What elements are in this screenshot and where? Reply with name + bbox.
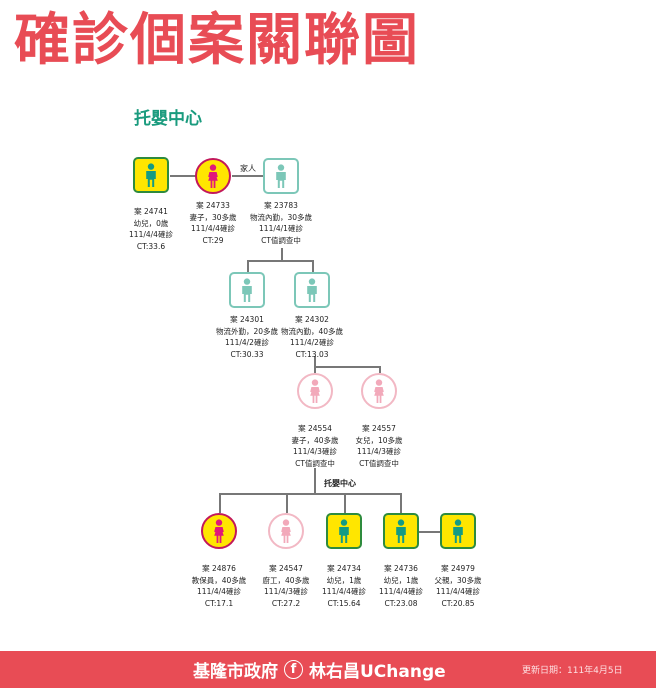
case-info-23783: 案 23783 物流內勤，30多歲 111/4/1確診 CT值調查中 xyxy=(249,201,313,245)
male-person-icon xyxy=(239,278,255,302)
case-node-24557[interactable] xyxy=(361,373,397,409)
connector-line xyxy=(170,175,196,177)
case-info-24979: 案 24979 父親，30多歲 111/4/4確診 CT:20.85 xyxy=(434,564,482,608)
connector-line xyxy=(281,248,283,260)
org-name: 基隆市政府 xyxy=(193,662,278,682)
female-person-icon xyxy=(371,379,387,403)
page-title: 確診個案關聯圖 xyxy=(14,8,420,73)
facebook-icon: f xyxy=(284,660,303,679)
male-person-icon xyxy=(336,519,352,543)
connector-line xyxy=(400,493,402,513)
connector-line xyxy=(286,493,288,513)
connector-line xyxy=(314,366,380,368)
connector-line xyxy=(219,493,221,513)
updated-date: 更新日期：111年4月5日 xyxy=(522,666,623,676)
female-person-icon xyxy=(211,519,227,543)
case-node-24876[interactable] xyxy=(201,513,237,549)
case-node-24734[interactable] xyxy=(326,513,362,549)
case-node-24301[interactable] xyxy=(229,272,265,308)
female-person-icon xyxy=(307,379,323,403)
connector-line xyxy=(312,260,314,272)
female-person-icon xyxy=(278,519,294,543)
case-node-24302[interactable] xyxy=(294,272,330,308)
male-person-icon xyxy=(450,519,466,543)
family-label: 家人 xyxy=(240,164,256,173)
connector-line xyxy=(219,493,401,495)
case-node-24979[interactable] xyxy=(440,513,476,549)
case-node-24554[interactable] xyxy=(297,373,333,409)
case-node-24733[interactable] xyxy=(195,158,231,194)
case-node-24547[interactable] xyxy=(268,513,304,549)
connector-line xyxy=(344,493,346,513)
male-person-icon xyxy=(273,164,289,188)
connector-line xyxy=(247,260,313,262)
cluster-subtitle: 托嬰中心 xyxy=(134,109,202,129)
case-info-24734: 案 24734 幼兒，1歲 111/4/4確診 CT:15.64 xyxy=(322,564,366,608)
male-person-icon xyxy=(393,519,409,543)
footer-credit: 基隆市政府 f 林右昌UChange xyxy=(193,657,446,682)
case-info-24876: 案 24876 教保員，40多歲 111/4/4確診 CT:17.1 xyxy=(191,564,247,608)
case-info-24547: 案 24547 廚工，40多歲 111/4/3確診 CT:27.2 xyxy=(262,564,310,608)
case-info-24302: 案 24302 物流內勤，40多歲 111/4/2確診 CT:13.03 xyxy=(280,315,344,359)
connector-line xyxy=(314,468,316,494)
connector-line xyxy=(314,356,316,373)
case-info-24736: 案 24736 幼兒，1歲 111/4/4確診 CT:23.08 xyxy=(379,564,423,608)
case-node-24741[interactable] xyxy=(133,157,169,193)
footer-bar: 基隆市政府 f 林右昌UChange 更新日期：111年4月5日 xyxy=(0,651,656,688)
fb-page-name: 林右昌UChange xyxy=(309,662,446,682)
connector-line xyxy=(419,531,440,533)
female-person-icon xyxy=(205,164,221,188)
case-info-24741: 案 24741 幼兒，0歲 111/4/4確診 CT:33.6 xyxy=(129,207,173,251)
male-person-icon xyxy=(143,163,159,187)
male-person-icon xyxy=(304,278,320,302)
daycare-label: 托嬰中心 xyxy=(324,479,356,488)
case-info-24557: 案 24557 女兒，10多歲 111/4/3確診 CT值調查中 xyxy=(355,424,403,468)
case-info-24301: 案 24301 物流外勤，20多歲 111/4/2確診 CT:30.33 xyxy=(215,315,279,359)
case-info-24733: 案 24733 妻子，30多歲 111/4/4確診 CT:29 xyxy=(189,201,237,245)
case-info-24554: 案 24554 妻子，40多歲 111/4/3確診 CT值調查中 xyxy=(291,424,339,468)
case-node-24736[interactable] xyxy=(383,513,419,549)
case-node-23783[interactable] xyxy=(263,158,299,194)
connector-line xyxy=(379,366,381,373)
connector-line xyxy=(232,175,263,177)
connector-line xyxy=(247,260,249,272)
